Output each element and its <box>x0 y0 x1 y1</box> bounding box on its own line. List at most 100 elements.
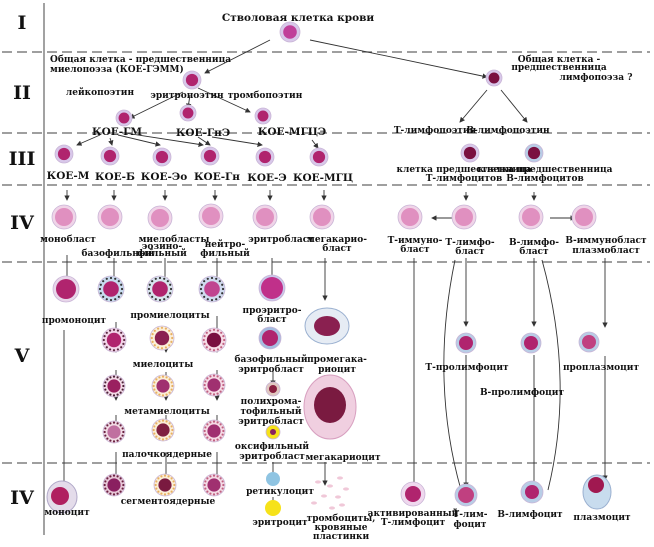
platelets-label-2: кровяные <box>314 523 368 533</box>
koe-e-label: КОЕ-Э <box>247 172 287 184</box>
t-lymphocyte-label-2: фоцит <box>453 520 487 530</box>
lymphopoiesis-precursor-label-1: Общая клетка - <box>517 55 601 65</box>
segmented-eosinophil-granule <box>163 493 167 496</box>
myelocyte-neutrophil-granule <box>212 328 216 331</box>
promyelocyte-basophil-granule <box>109 276 113 280</box>
metamyelocyte-neutrophil-granule <box>209 375 212 378</box>
t-immunoblast-label-1: Т-иммуно- <box>387 236 443 246</box>
metamyelocyte-basophil-granule <box>121 381 124 384</box>
segmented-eosinophil-granule <box>163 474 167 477</box>
polychromatophilic-erythroblast-cell-nucleus <box>269 385 277 393</box>
thrombopoietin-label: тромбопоэтин <box>227 91 303 101</box>
metamyelocyte-eosinophil-granule <box>158 393 161 396</box>
band-neutrophil-granule <box>204 426 207 429</box>
stage3-cell-5-nucleus <box>312 150 326 164</box>
myelocyte-neutrophil-granule <box>205 331 208 334</box>
myelocyte-basophil-granule <box>112 349 116 352</box>
plasmocyte-label: плазмоцит <box>573 513 631 523</box>
segmented-basophil-granule <box>104 480 107 483</box>
promyelocyte-neutrophil-granule <box>206 277 209 280</box>
neutrophilic-label-2: фильный <box>200 249 250 259</box>
metamyelocyte-basophil-granule <box>103 384 106 388</box>
koe-gm-label: КОЕ-ГМ <box>92 126 142 138</box>
megakaryoblast-label-2: бласт <box>322 244 352 254</box>
platelet-8 <box>339 503 345 507</box>
myelocyte-basophil-granule <box>120 331 123 334</box>
metamyelocyte-eosinophil-granule <box>161 394 165 397</box>
metamyelocyte-neutrophil-granule <box>221 387 224 390</box>
segmented-basophil-granule <box>112 493 116 496</box>
metamyelocyte-basophil-nucleus <box>107 379 121 393</box>
myelocyte-neutrophil-nucleus <box>206 332 222 348</box>
polychromatophilic-label-3: эритробласт <box>238 417 304 427</box>
promyelocyte-eosinophil-granule <box>169 283 172 286</box>
arrow-gm-to-b <box>108 137 114 146</box>
band-eosinophil-granule <box>168 422 171 425</box>
metamyelocyte-eosinophil-granule <box>153 381 156 384</box>
metamyelocyte-basophil-granule <box>109 376 112 379</box>
reticulocyte-cell <box>266 472 280 486</box>
t-precursor-label-1: клетка предшественница <box>396 165 532 175</box>
promyelocyte-eosinophil-granule <box>163 277 166 280</box>
segmented-neutrophil-granule <box>221 480 224 483</box>
metamyelocyte-neutrophil-granule <box>206 390 209 393</box>
promyelocyte-basophil-granule <box>99 283 102 286</box>
band-eosinophil-granule <box>153 425 156 428</box>
reticulocyte-label: ретикулоцит <box>246 487 314 497</box>
band-basophil-granule <box>109 422 112 425</box>
band-basophil-granule <box>106 437 109 440</box>
band-neutrophil-granule <box>219 423 222 426</box>
myeloblasts-label: миелобласты <box>138 235 210 245</box>
segmented-eosinophil-granule <box>167 492 170 495</box>
myelocyte-basophil-granule <box>108 329 112 332</box>
myelocyte-basophil-granule <box>108 348 112 351</box>
basophilic-label: базофильный <box>81 249 155 259</box>
segmented-neutrophil-granule <box>209 492 212 495</box>
band-neutrophil-granule <box>221 426 224 429</box>
t-lymphocyte-label-1: Т-лим- <box>452 510 488 520</box>
myelocyte-eosinophil-granule <box>156 346 160 349</box>
blast-cell-6-nucleus <box>401 208 419 226</box>
eosinophilic-label-2: фильный <box>137 249 187 259</box>
myelocyte-eosinophil-granule <box>160 326 164 329</box>
band-eosinophil-granule <box>170 425 173 428</box>
arrow-stem-to-myelo <box>204 39 271 74</box>
myelocyte-basophil-granule <box>103 342 106 346</box>
myelocyte-eosinophil-granule <box>156 327 160 330</box>
segmented-eosinophil-granule <box>170 490 173 493</box>
segmented-basophil-granule <box>104 487 107 490</box>
band-eosinophil-granule <box>158 420 161 423</box>
t-prolymphocyte-label: Т-пролимфоцит <box>425 363 509 373</box>
promegakaryocyte-nucleus <box>314 316 340 336</box>
arrow-myelo-to-koe-gm <box>129 91 184 119</box>
segmented-neutrophil-granule <box>222 483 225 487</box>
metamyelocyte-basophil-granule <box>104 388 107 391</box>
koe-m-label: КОЕ-М <box>46 170 90 182</box>
metamyelocyte-neutrophil-granule <box>221 380 224 383</box>
blast-cell-1-nucleus <box>101 208 119 226</box>
promyelocyte-neutrophil-granule <box>206 298 209 301</box>
band-eosinophil-granule <box>161 419 165 422</box>
segmented-basophil-granule <box>106 490 109 493</box>
myelocyte-eosinophil-nucleus <box>154 330 170 346</box>
arrow-lympho-to-t <box>459 89 488 123</box>
myelocyte-eosinophil-granule <box>170 340 173 344</box>
band-eosinophil-granule <box>161 438 165 441</box>
segmented-basophil-granule <box>122 483 125 487</box>
promyelocyte-neutrophil-granule <box>200 292 203 295</box>
segmented-eosinophil-granule <box>173 483 176 487</box>
megakaryocyte-label: мегакариоцит <box>305 453 381 463</box>
metamyelocyte-neutrophil-granule <box>216 375 219 378</box>
myelocyte-neutrophil-granule <box>223 338 226 342</box>
oxyphilic-erythroblast-cell-nucleus <box>270 429 276 435</box>
metamyelocyte-neutrophil-granule <box>219 390 222 393</box>
metamyelocyte-neutrophil-granule <box>204 387 207 390</box>
arrow-myelo-to-koe-mgce <box>197 87 251 113</box>
myelocyte-eosinophil-granule <box>153 344 156 347</box>
band-neutrophil-granule <box>206 423 209 426</box>
metamyelocyte-basophil-granule <box>112 394 116 397</box>
blast-cell-8-nucleus <box>522 208 540 226</box>
erythrocyte-cell <box>265 500 281 516</box>
promyelocyte-eosinophil-nucleus <box>152 281 168 297</box>
myelocyte-eosinophil-granule <box>160 347 164 350</box>
